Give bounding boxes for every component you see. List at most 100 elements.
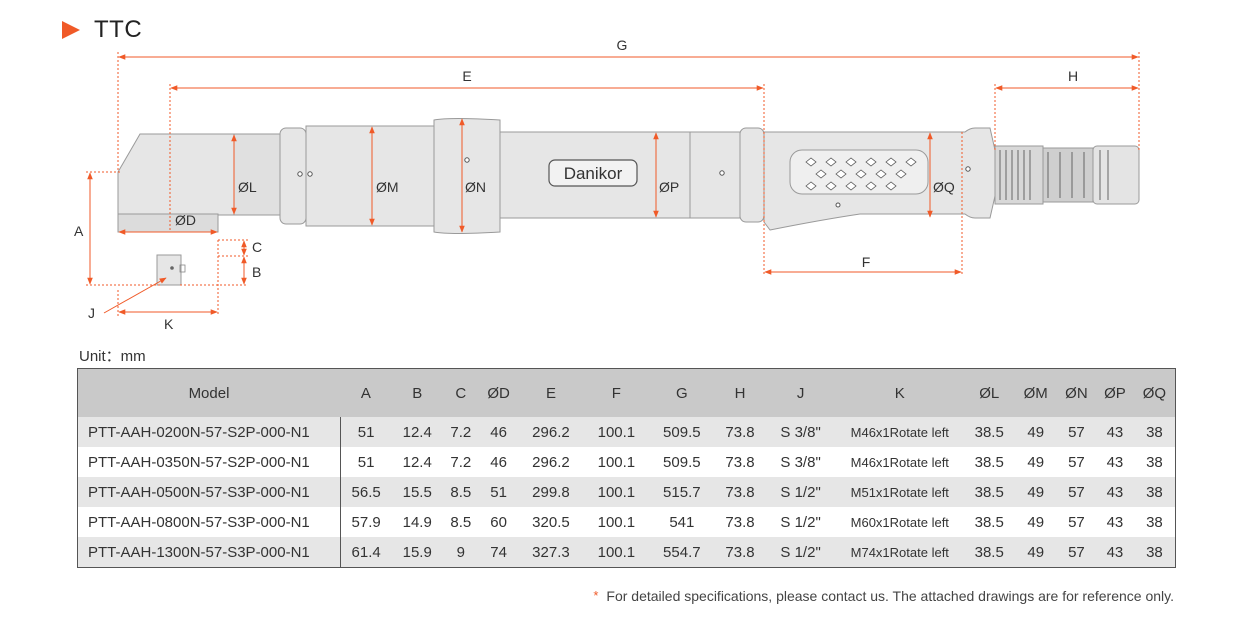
table-cell: 73.8 bbox=[714, 477, 766, 507]
footnote: *For detailed specifications, please con… bbox=[593, 588, 1174, 604]
table-cell: 38 bbox=[1133, 537, 1176, 568]
table-cell: 51 bbox=[357, 453, 375, 471]
section-title: TTC bbox=[94, 16, 143, 43]
table-cell: S 1/2" bbox=[780, 513, 821, 531]
table-cell: 43 bbox=[1106, 453, 1124, 471]
col-header-p: ØP bbox=[1096, 368, 1134, 417]
table-cell: 509.5 bbox=[649, 417, 715, 447]
col-header-b: B bbox=[391, 368, 443, 417]
table-cell: 515.7 bbox=[649, 477, 715, 507]
table-cell: 327.3 bbox=[518, 537, 584, 568]
table-cell: 73.8 bbox=[714, 537, 766, 568]
table-cell: 38 bbox=[1146, 513, 1163, 531]
table-cell: 46 bbox=[490, 453, 507, 471]
table-cell: 38.5 bbox=[974, 513, 1004, 531]
table-cell: 8.5 bbox=[450, 513, 472, 531]
table-cell: 43 bbox=[1096, 417, 1134, 447]
table-cell: 38 bbox=[1146, 453, 1163, 471]
table-cell: 38 bbox=[1133, 477, 1176, 507]
table-cell: 51 bbox=[340, 417, 392, 447]
table-cell: 49 bbox=[1027, 513, 1045, 531]
table-cell: 296.2 bbox=[518, 417, 584, 447]
table-cell: 541 bbox=[669, 513, 695, 531]
table-cell: 320.5 bbox=[532, 513, 570, 531]
table-cell: 61.4 bbox=[340, 537, 392, 568]
table-cell: S 1/2" bbox=[765, 537, 836, 568]
col-header-n: ØN bbox=[1056, 368, 1097, 417]
dim-label-m: ØM bbox=[376, 179, 399, 195]
dim-label-k: K bbox=[164, 316, 174, 332]
table-cell: M60x1Rotate left bbox=[850, 514, 949, 530]
dim-label-l: ØL bbox=[238, 179, 257, 195]
table-cell: 9 bbox=[442, 537, 480, 568]
table-cell: 38 bbox=[1133, 417, 1176, 447]
table-cell: 100.1 bbox=[597, 453, 636, 471]
table-cell: 73.8 bbox=[725, 513, 755, 531]
unit-label: Unit：mm bbox=[79, 348, 146, 365]
table-cell: 49 bbox=[1014, 537, 1057, 568]
table-cell: 43 bbox=[1096, 477, 1134, 507]
table-cell-model: PTT-AAH-0500N-57-S3P-000-N1 bbox=[77, 477, 341, 507]
table-cell: 49 bbox=[1014, 417, 1057, 447]
col-header-m: ØM bbox=[1014, 368, 1057, 417]
table-cell: 8.5 bbox=[442, 477, 480, 507]
col-header-model: Model bbox=[77, 368, 340, 417]
table-cell: 56.5 bbox=[340, 477, 392, 507]
col-header-j: J bbox=[765, 368, 836, 417]
spec-table: Model A B C ØD E F G H J K ØL ØM ØN ØP Ø… bbox=[77, 368, 1176, 568]
table-cell: 57 bbox=[1056, 537, 1097, 568]
table-cell: M46x1Rotate left bbox=[850, 454, 949, 470]
table-cell-model: PTT-AAH-0200N-57-S2P-000-N1 bbox=[77, 417, 341, 447]
table-cell: 57 bbox=[1068, 453, 1085, 471]
table-cell: S 3/8" bbox=[765, 417, 836, 447]
dim-label-b: B bbox=[252, 264, 261, 280]
table-cell: 100.1 bbox=[583, 537, 650, 568]
dim-label-d: ØD bbox=[175, 212, 196, 228]
dim-label-f: F bbox=[862, 254, 871, 270]
table-cell: 57 bbox=[1068, 513, 1085, 531]
col-header-e: E bbox=[518, 368, 584, 417]
table-cell: 57 bbox=[1056, 477, 1097, 507]
table-cell: 46 bbox=[479, 417, 519, 447]
table-cell: M74x1Rotate left bbox=[835, 537, 964, 568]
dim-label-q: ØQ bbox=[933, 179, 955, 195]
table-cell: 49 bbox=[1014, 477, 1057, 507]
table-cell: 38.5 bbox=[974, 453, 1004, 471]
table-cell: 49 bbox=[1027, 453, 1045, 471]
table-cell: 57 bbox=[1056, 417, 1097, 447]
dim-label-a: A bbox=[74, 223, 84, 239]
table-cell: 51 bbox=[479, 477, 519, 507]
dim-label-g: G bbox=[617, 37, 628, 53]
table-cell: 38.5 bbox=[963, 417, 1015, 447]
section-header: TTC bbox=[62, 16, 142, 44]
table-cell: 38.5 bbox=[963, 477, 1015, 507]
col-header-q: ØQ bbox=[1133, 368, 1176, 417]
table-cell: 554.7 bbox=[649, 537, 715, 568]
table-cell: 100.1 bbox=[583, 417, 650, 447]
table-cell: 43 bbox=[1096, 537, 1134, 568]
table-cell: 15.9 bbox=[391, 537, 443, 568]
table-cell-model: PTT-AAH-0350N-57-S2P-000-N1 bbox=[77, 447, 341, 477]
dim-label-c: C bbox=[252, 239, 262, 255]
table-cell: 299.8 bbox=[518, 477, 584, 507]
table-cell: 296.2 bbox=[532, 453, 570, 471]
tool-drawing: Danikor bbox=[74, 37, 1140, 332]
table-cell: 73.8 bbox=[714, 417, 766, 447]
triangle-right-icon bbox=[62, 21, 80, 39]
table-cell: 12.4 bbox=[391, 417, 443, 447]
dim-label-p: ØP bbox=[659, 179, 679, 195]
dim-label-n: ØN bbox=[465, 179, 486, 195]
table-cell: 509.5 bbox=[663, 453, 701, 471]
table-cell-model: PTT-AAH-1300N-57-S3P-000-N1 bbox=[77, 537, 341, 568]
table-cell: 100.1 bbox=[597, 513, 636, 531]
brand-badge bbox=[548, 159, 638, 187]
brand-logo: Danikor bbox=[564, 164, 623, 183]
table-header-row: Model A B C ØD E F G H J K ØL ØM ØN ØP Ø… bbox=[77, 368, 1176, 417]
col-header-c: C bbox=[442, 368, 480, 417]
